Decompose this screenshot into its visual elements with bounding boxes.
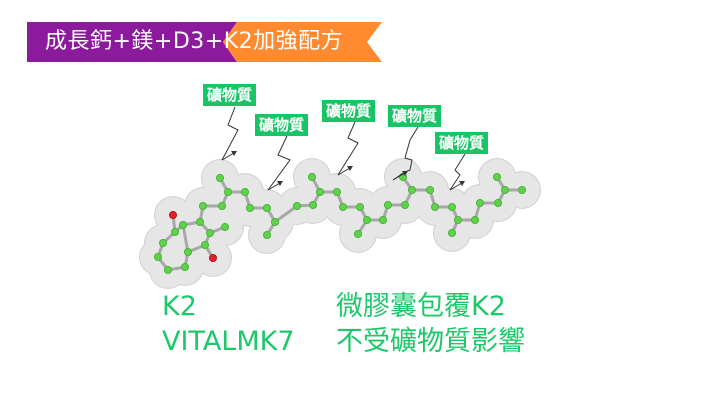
arrow-head-icon	[402, 171, 408, 176]
arrow-shaft	[221, 152, 235, 161]
banner-title: 成長鈣+鎂+D3+K2加強配方	[45, 29, 344, 54]
arrow-head-icon	[231, 151, 237, 156]
arrow-head-icon	[277, 181, 283, 186]
zigzag-line	[221, 106, 239, 161]
carbon-atom	[425, 185, 434, 194]
mineral-label: 礦物質	[255, 114, 309, 136]
carbon-atom	[447, 228, 456, 237]
carbon-atom	[180, 262, 189, 271]
carbon-atom	[400, 200, 409, 209]
carbon-atom	[270, 217, 279, 226]
bond	[274, 204, 298, 224]
carbon-atom	[292, 201, 301, 210]
carbon-atom	[383, 200, 392, 209]
carbon-atom	[378, 215, 387, 224]
carbon-atom	[307, 172, 316, 181]
carbon-atom	[215, 173, 224, 182]
carbon-atom	[447, 202, 456, 211]
carbon-atom	[223, 187, 232, 196]
carbon-atom	[493, 198, 502, 207]
zigzag-line	[267, 135, 291, 191]
carbon-atom	[183, 247, 192, 256]
carbon-atom	[217, 201, 226, 210]
mineral-label: 礦物質	[388, 105, 442, 127]
title-banner	[27, 22, 382, 62]
arrow-head-icon	[347, 166, 353, 171]
carbon-atom	[355, 202, 364, 211]
carbon-atom	[195, 217, 204, 226]
banner-purple-section	[27, 22, 237, 62]
arrow-head-icon	[459, 181, 465, 186]
carbon-atom	[262, 203, 271, 212]
carbon-atom	[240, 187, 249, 196]
carbon-atom	[407, 185, 416, 194]
carbon-atom	[153, 252, 162, 261]
zigzag-line	[337, 121, 359, 176]
carbon-atom	[470, 215, 479, 224]
carbon-atom	[353, 229, 362, 238]
bond	[181, 224, 190, 253]
carbon-atom	[245, 203, 254, 212]
caption-microencapsulated: 微膠囊包覆K2	[336, 291, 506, 322]
carbon-atom	[475, 198, 484, 207]
mineral-label: 礦物質	[203, 84, 257, 106]
mineral-leader-lines	[221, 106, 466, 191]
mineral-label: 礦物質	[435, 132, 489, 154]
carbon-atom	[332, 187, 341, 196]
carbon-atom	[200, 240, 209, 249]
carbon-atom	[453, 215, 462, 224]
carbon-atom	[362, 215, 371, 224]
carbon-atom	[163, 265, 172, 274]
carbon-atom	[198, 201, 207, 210]
carbon-atom	[500, 185, 509, 194]
mineral-label: 礦物質	[322, 100, 376, 122]
arrow-shaft	[449, 182, 463, 191]
carbon-atom	[430, 202, 439, 211]
oxygen-atom	[168, 210, 177, 219]
carbon-atom	[158, 238, 167, 247]
carbon-atom	[315, 187, 324, 196]
carbon-atom	[262, 230, 271, 239]
banner-orange-section	[223, 22, 382, 62]
carbon-atom	[178, 220, 187, 229]
caption-unaffected: 不受礦物質影響	[336, 326, 525, 357]
carbon-atom	[205, 228, 214, 237]
carbon-atom	[492, 172, 501, 181]
carbon-atom	[308, 200, 317, 209]
arrow-shaft	[267, 182, 281, 191]
caption-k2: K2	[162, 291, 197, 322]
carbon-atom	[170, 227, 179, 236]
arrow-shaft	[337, 167, 351, 176]
oxygen-atom	[208, 253, 217, 262]
arrow-shaft	[392, 172, 406, 181]
carbon-atom	[338, 202, 347, 211]
carbon-atom	[518, 185, 527, 194]
caption-vitalmk7: VITALMK7	[162, 326, 295, 357]
zigzag-line	[449, 153, 466, 191]
carbon-atom	[220, 222, 229, 231]
molecule-atoms	[153, 172, 527, 274]
